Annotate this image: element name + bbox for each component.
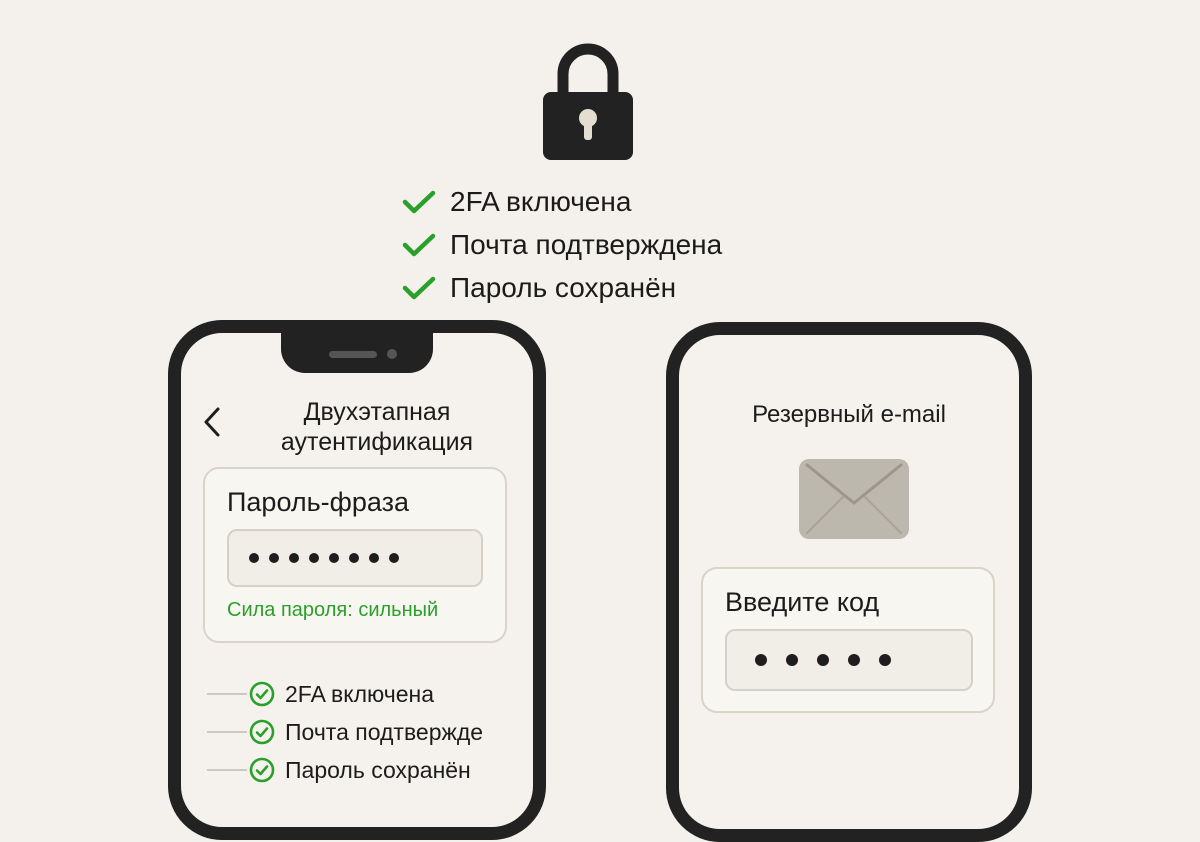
- checklist: 2FA включена Почта подтвержде Пароль сох…: [207, 675, 483, 789]
- divider: [207, 731, 247, 733]
- masked-dots: [229, 553, 399, 563]
- camera-icon: [387, 349, 397, 359]
- screen-title: Резервный e-mail: [752, 401, 946, 428]
- title-line-2: аутентификация: [280, 428, 474, 456]
- check-circle-icon: [249, 757, 275, 783]
- status-label: Почта подтверждена: [450, 228, 723, 260]
- status-item-email: Почта подтверждена: [402, 223, 722, 266]
- code-card: Введите код: [701, 567, 995, 713]
- status-item-2fa: 2FA включена: [402, 180, 722, 223]
- title-line-1: Двухэтапная: [303, 398, 451, 426]
- masked-dots: [727, 654, 891, 666]
- check-icon: [402, 190, 436, 213]
- phone-backup-email: Резервный e-mail Введите код: [666, 322, 1032, 842]
- divider: [207, 769, 247, 771]
- code-label: Введите код: [725, 587, 880, 617]
- phone-notch: [281, 331, 433, 373]
- chevron-left-icon[interactable]: [201, 405, 223, 439]
- status-label: 2FA включена: [450, 185, 632, 217]
- check-circle-icon: [249, 681, 275, 707]
- passphrase-label: Пароль-фраза: [227, 487, 410, 517]
- passphrase-card: Пароль-фраза Сила пароля: сильный: [203, 467, 507, 643]
- checklist-label: 2FA включена: [285, 680, 435, 707]
- status-label: Пароль сохранён: [450, 271, 677, 303]
- screen-title: Двухэтапная аутентификация: [241, 397, 513, 457]
- checklist-label: Почта подтвержде: [285, 718, 484, 745]
- phone-two-factor: Двухэтапная аутентификация Пароль-фраза …: [168, 320, 546, 840]
- list-item: 2FA включена: [207, 675, 483, 713]
- security-status-list: 2FA включена Почта подтверждена Пароль с…: [402, 180, 722, 309]
- check-circle-icon: [249, 719, 275, 745]
- checklist-label: Пароль сохранён: [285, 756, 471, 783]
- divider: [207, 693, 247, 695]
- list-item: Почта подтвержде: [207, 713, 483, 751]
- status-item-password: Пароль сохранён: [402, 266, 722, 309]
- passphrase-input[interactable]: [227, 529, 483, 587]
- check-icon: [402, 276, 436, 299]
- code-input[interactable]: [725, 629, 973, 691]
- padlock-icon: [543, 43, 633, 160]
- speaker-icon: [329, 351, 377, 358]
- list-item: Пароль сохранён: [207, 751, 483, 789]
- password-strength: Сила пароля: сильный: [227, 599, 439, 621]
- envelope-icon: [799, 459, 909, 539]
- check-icon: [402, 233, 436, 256]
